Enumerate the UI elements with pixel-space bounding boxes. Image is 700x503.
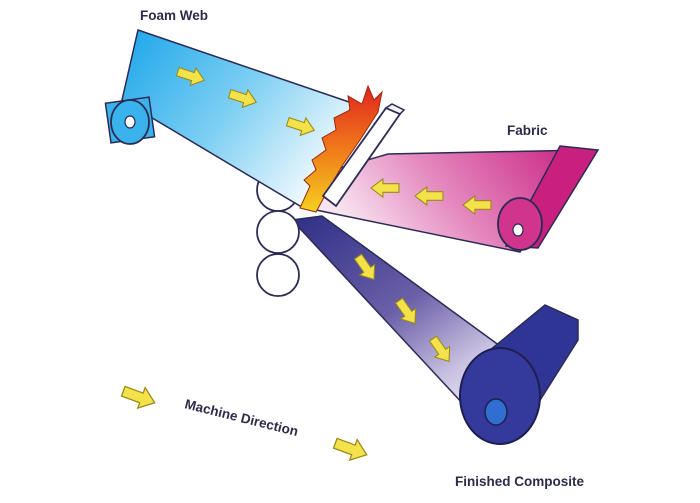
nip-roller-middle xyxy=(256,210,300,254)
finished-composite-roll xyxy=(459,304,579,445)
flame-burner xyxy=(299,84,406,213)
fabric-roll-hub xyxy=(512,223,524,237)
composite-roll-end xyxy=(459,347,541,445)
fabric-label: Fabric xyxy=(507,123,548,138)
legend-arrow-icon xyxy=(330,432,372,466)
composite-roll-hub xyxy=(484,398,508,426)
flames xyxy=(299,84,383,213)
machine-direction-label: Machine Direction xyxy=(183,396,299,439)
legend-arrow-icon xyxy=(118,380,160,414)
finished-composite-label: Finished Composite xyxy=(455,474,585,489)
foam-web-roll-hub xyxy=(124,115,136,129)
nip-roller-bottom xyxy=(256,253,300,297)
foam-web-label: Foam Web xyxy=(140,8,208,23)
fabric-web xyxy=(315,145,600,253)
